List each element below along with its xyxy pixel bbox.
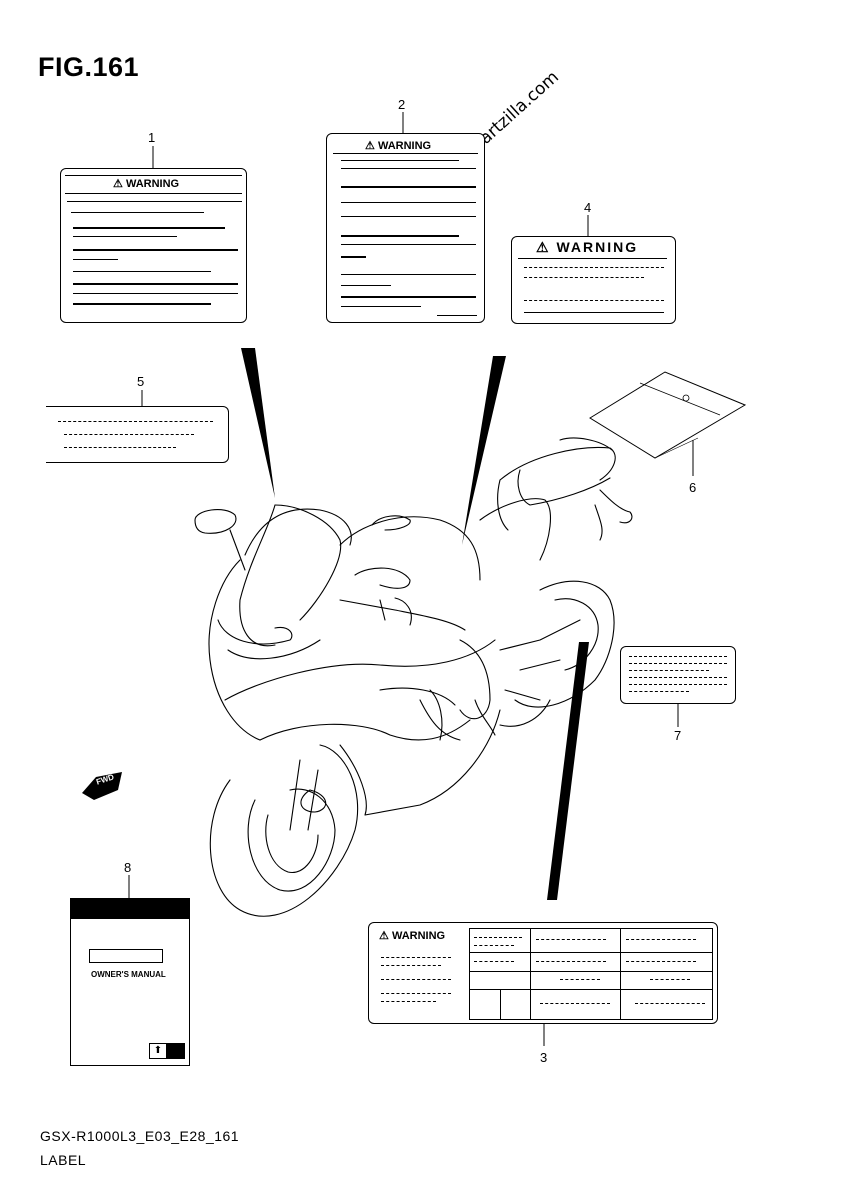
- manual-title: OWNER'S MANUAL: [91, 970, 166, 979]
- pointer-spike: [462, 356, 506, 545]
- manual-logo-icon: ⬆: [149, 1043, 167, 1059]
- label-1-warning: ⚠ WARNING: [60, 168, 247, 323]
- diagram-name: LABEL: [40, 1152, 87, 1168]
- figure-title: FIG.161: [38, 52, 140, 82]
- warning-triangle-icon: ⚠: [113, 178, 123, 190]
- callout-8: 8: [124, 860, 132, 875]
- warning-triangle-icon: ⚠: [365, 140, 375, 152]
- label-4-warning: ⚠ WARNING: [511, 236, 676, 324]
- fwd-arrow-icon: [82, 772, 122, 800]
- callout-6: 6: [689, 480, 697, 495]
- label-2-warning: ⚠ WARNING: [326, 133, 485, 323]
- label-3-warning: ⚠ WARNING: [368, 922, 718, 1024]
- label-3-heading: ⚠ WARNING: [379, 930, 446, 942]
- callout-7: 7: [674, 728, 682, 743]
- callout-2: 2: [398, 97, 406, 112]
- pointer-spike: [547, 642, 589, 900]
- label-6-sheet: [589, 371, 747, 459]
- label-5: [46, 406, 229, 463]
- warning-triangle-icon: ⚠: [536, 239, 551, 255]
- owners-manual: OWNER'S MANUAL ⬆: [70, 898, 190, 1066]
- callout-4: 4: [584, 200, 592, 215]
- diagram-code: GSX-R1000L3_E03_E28_161: [40, 1128, 240, 1144]
- pointer-spike: [241, 348, 275, 498]
- label-2-heading: ⚠ WARNING: [365, 140, 432, 152]
- label-1-heading: ⚠ WARNING: [113, 178, 180, 190]
- callout-3: 3: [540, 1050, 548, 1065]
- label-3-table: [469, 928, 713, 1020]
- callout-5: 5: [137, 374, 145, 389]
- label-4-heading: ⚠ WARNING: [536, 239, 639, 255]
- motorcycle-drawing: [194, 437, 633, 917]
- warning-triangle-icon: ⚠: [379, 930, 389, 942]
- label-7: [620, 646, 736, 704]
- callout-1: 1: [148, 130, 156, 145]
